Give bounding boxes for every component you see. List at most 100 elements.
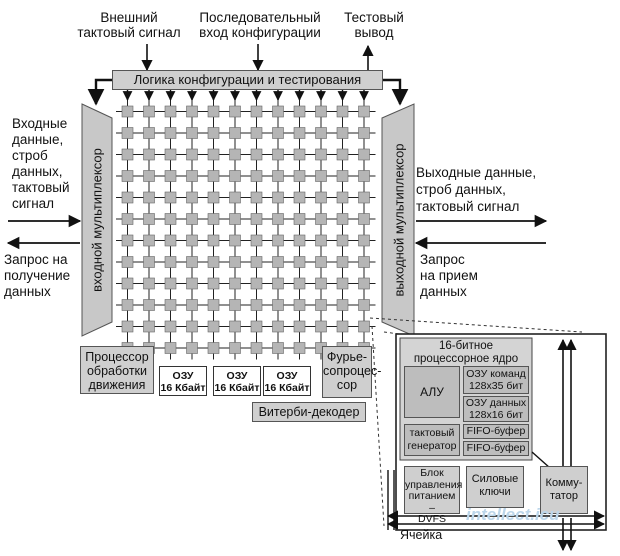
processor-cell-tile <box>186 277 198 290</box>
processor-cell-tile <box>164 170 177 182</box>
processor-cell-tile <box>121 234 134 247</box>
processor-cell-tile <box>315 299 327 311</box>
switch-line1: Комму- <box>545 477 583 489</box>
test-output-label: Тестовый вывод <box>334 10 414 40</box>
processor-cell-tile <box>229 105 241 118</box>
fourier-line2: сопроцес- <box>323 364 382 378</box>
processor-cell-tile <box>186 105 198 118</box>
input-label-line2: данные, <box>12 132 64 147</box>
processor-cell-tile <box>121 148 134 161</box>
cell-label: Ячейка <box>400 528 442 543</box>
receive-request-label: Запрос на получение данных <box>4 252 70 300</box>
power-line2: управления <box>405 478 463 491</box>
processor-cell-tile <box>229 170 241 182</box>
processor-cell-tile <box>250 299 263 311</box>
motion-line1: Процессор <box>85 350 149 364</box>
processor-cell-tile <box>164 277 177 290</box>
processor-cell-tile <box>358 256 370 268</box>
output-data-label: Выходные данные, строб данных, тактовый … <box>416 164 536 215</box>
processor-cell-tile <box>293 148 306 161</box>
watermark-logo: intellect.icu <box>466 505 560 525</box>
processor-cell-tile <box>207 277 220 290</box>
input-label-line6: сигнал <box>12 196 55 211</box>
processor-cell-tile <box>121 127 134 139</box>
processor-cell-tile <box>143 191 155 204</box>
processor-cell-tile <box>207 170 220 182</box>
processor-cell-tile <box>121 299 134 311</box>
processor-cell-tile <box>164 256 177 268</box>
processor-cell-tile <box>229 148 241 161</box>
processor-cell-tile <box>143 170 155 182</box>
data-ram-line2: 128х16 бит <box>468 409 524 421</box>
processor-cell-tile <box>229 320 241 333</box>
processor-cell-tile <box>250 234 263 247</box>
input-label-line4: данных, <box>12 164 63 179</box>
processor-cell-tile <box>272 170 284 182</box>
processor-cell-tile <box>336 277 349 290</box>
processor-cell-tile <box>229 299 241 311</box>
ram1-line1: ОЗУ <box>172 370 194 382</box>
processor-cell-tile <box>186 148 198 161</box>
processor-cell-tile <box>186 342 198 354</box>
ram1-line2: 16 Кбайт <box>160 382 206 394</box>
ram-block-3: ОЗУ 16 Кбайт <box>263 366 311 396</box>
processor-cell-tile <box>143 105 155 118</box>
input-mux-shape <box>81 103 113 337</box>
power-line3: питанием – <box>408 490 456 514</box>
input-mux-text: входной мультиплексор <box>89 148 105 292</box>
processor-cell-tile <box>229 191 241 204</box>
processor-cell-tile <box>272 213 284 225</box>
processor-cell-tile <box>229 127 241 139</box>
motion-line3: движения <box>88 378 146 392</box>
alu-block: АЛУ <box>404 366 460 418</box>
processor-cell-tile <box>207 191 220 204</box>
power-line1: Блок <box>420 467 444 479</box>
processor-cell-tile <box>293 277 306 290</box>
processor-cell-tile <box>143 213 155 225</box>
processor-cell-tile <box>121 213 134 225</box>
processor-cell-tile <box>336 213 349 225</box>
data-ram-line1: ОЗУ данных <box>465 397 527 409</box>
processor-cell-tile <box>272 105 284 118</box>
ram-block-1: ОЗУ 16 Кбайт <box>159 366 207 396</box>
processor-cell-tile <box>207 256 220 268</box>
fourier-line1: Фурье- <box>326 350 368 364</box>
processor-cell-tile <box>315 127 327 139</box>
processor-cell-tile <box>315 256 327 268</box>
processor-cell-tile <box>315 191 327 204</box>
ram-block-2: ОЗУ 16 Кбайт <box>213 366 261 396</box>
output-label-line3: тактовый сигнал <box>416 199 520 214</box>
fifo-buffer-1: FIFO-буфер <box>463 424 529 439</box>
input-label-line1: Входные <box>12 116 68 131</box>
receive-request-line1: Запрос на <box>4 252 68 267</box>
accept-request-line3: данных <box>420 284 467 299</box>
processor-cell-tile <box>272 277 284 290</box>
processor-cell-tile <box>272 148 284 161</box>
processor-cell-tile <box>293 213 306 225</box>
processor-cell-tile <box>164 320 177 333</box>
processor-cell-tile <box>207 148 220 161</box>
switch-line2: татор <box>550 490 578 502</box>
cmd-ram-block: ОЗУ команд 128х35 бит <box>463 366 529 394</box>
processor-cell-tile <box>207 127 220 139</box>
processor-cell-tile <box>315 170 327 182</box>
processor-cell-tile <box>250 148 263 161</box>
power-switches-line1: Силовые <box>471 473 519 485</box>
clock-gen-line2: генератор <box>407 440 457 452</box>
processor-cell-tile <box>336 320 349 333</box>
ram2-line2: 16 Кбайт <box>214 382 260 394</box>
serial-config-label-line1: Последовательный <box>199 10 321 25</box>
processor-cell-tile <box>186 299 198 311</box>
input-label-line3: строб <box>12 148 48 163</box>
accept-request-line1: Запрос <box>420 252 465 267</box>
cmd-ram-line1: ОЗУ команд <box>466 368 526 380</box>
output-label-line2: строб данных, <box>416 182 506 197</box>
clock-gen-line1: тактовый <box>409 427 455 439</box>
config-logic-label: Логика конфигурации и тестирования <box>133 72 362 87</box>
test-output-label-line1: Тестовый <box>344 10 404 25</box>
processor-cell-tile <box>121 105 134 118</box>
processor-cell-tile <box>186 320 198 333</box>
processor-cell-tile <box>250 256 263 268</box>
data-ram-block: ОЗУ данных 128х16 бит <box>463 396 529 422</box>
output-mux-text: выходной мультиплексор <box>391 143 407 297</box>
